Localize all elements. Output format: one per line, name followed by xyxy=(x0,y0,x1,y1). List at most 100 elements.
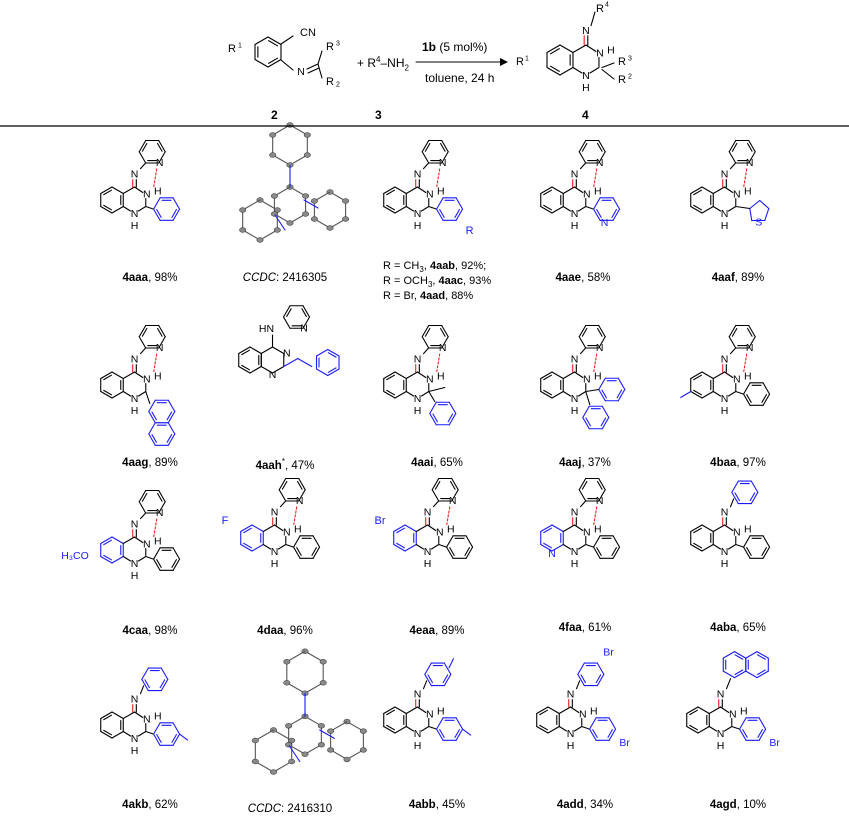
svg-text:R: R xyxy=(466,225,474,237)
svg-text:H: H xyxy=(571,220,579,232)
caption-4abb: 4abb, 45% xyxy=(408,799,466,811)
svg-text:N: N xyxy=(297,66,305,78)
svg-text:H: H xyxy=(131,745,139,757)
arrow-conditions-label: toluene, 24 h xyxy=(425,71,495,85)
svg-text:N: N xyxy=(571,393,579,405)
svg-text:N: N xyxy=(271,507,279,519)
svg-text:N: N xyxy=(746,342,754,354)
svg-text:H: H xyxy=(571,405,579,417)
caption-4aae: 4aae, 58% xyxy=(555,272,611,284)
svg-text:N: N xyxy=(439,157,447,169)
svg-text:N: N xyxy=(583,527,591,539)
svg-text:N: N xyxy=(156,342,164,354)
caption-ccdc-1: CCDC: 2416305 xyxy=(242,272,328,284)
caption-ccdc-2: CCDC: 2416310 xyxy=(247,803,333,815)
svg-text:H₃CO: H₃CO xyxy=(61,550,89,562)
svg-text:H: H xyxy=(437,371,445,383)
svg-text:2: 2 xyxy=(336,82,340,89)
svg-text:H: H xyxy=(594,371,602,383)
svg-text:N: N xyxy=(300,322,308,334)
svg-text:N: N xyxy=(601,217,609,229)
svg-text:N: N xyxy=(436,527,444,539)
reagent-amine-label: + R4–NH2 xyxy=(357,55,409,73)
svg-text:N: N xyxy=(283,348,291,360)
svg-text:N: N xyxy=(269,369,277,381)
svg-text:H: H xyxy=(717,740,725,752)
svg-text:N: N xyxy=(424,546,432,558)
arrow-catalyst-label: 1b (5 mol%) xyxy=(422,40,488,54)
caption-4aba: 4aba, 65% xyxy=(710,622,766,634)
svg-text:N: N xyxy=(582,70,590,82)
svg-text:Br: Br xyxy=(375,515,386,527)
svg-text:Br: Br xyxy=(769,737,780,749)
svg-text:N: N xyxy=(721,169,729,181)
svg-text:N: N xyxy=(271,546,279,558)
svg-text:R: R xyxy=(596,3,604,15)
svg-text:N: N xyxy=(717,728,725,740)
svg-text:N: N xyxy=(449,495,457,507)
caption-4aaj: 4aaj, 37% xyxy=(559,457,611,469)
svg-text:N: N xyxy=(156,157,164,169)
compound-label-2: 2 xyxy=(271,108,278,122)
svg-text:N: N xyxy=(596,495,604,507)
svg-text:H: H xyxy=(294,524,302,536)
svg-text:4: 4 xyxy=(605,2,609,9)
svg-text:N: N xyxy=(414,393,422,405)
compound-label-3: 3 xyxy=(375,108,382,122)
svg-text:N: N xyxy=(131,169,139,181)
svg-text:R: R xyxy=(326,76,334,88)
svg-text:N: N xyxy=(733,189,741,201)
svg-text:N: N xyxy=(571,208,579,220)
caption-4faa: 4faa, 61% xyxy=(558,622,612,634)
svg-text:H: H xyxy=(721,405,729,417)
svg-text:N: N xyxy=(567,728,575,740)
svg-text:N: N xyxy=(143,714,151,726)
svg-text:N: N xyxy=(721,393,729,405)
svg-text:N: N xyxy=(414,169,422,181)
svg-text:N: N xyxy=(424,507,432,519)
svg-text:N: N xyxy=(733,527,741,539)
caption-4baa: 4baa, 97% xyxy=(710,457,766,469)
svg-text:H: H xyxy=(744,186,752,198)
svg-text:R: R xyxy=(618,74,626,86)
svg-text:H: H xyxy=(721,558,729,570)
svg-text:N: N xyxy=(414,354,422,366)
svg-text:R: R xyxy=(228,43,236,55)
svg-text:R: R xyxy=(326,41,334,53)
svg-text:N: N xyxy=(143,189,151,201)
svg-text:1: 1 xyxy=(525,56,529,63)
svg-text:N: N xyxy=(717,689,725,701)
svg-text:N: N xyxy=(721,507,729,519)
svg-text:H: H xyxy=(744,371,752,383)
svg-text:N: N xyxy=(143,374,151,386)
svg-text:N: N xyxy=(571,354,579,366)
svg-text:H: H xyxy=(154,186,162,198)
svg-text:N: N xyxy=(582,25,590,37)
svg-text:H: H xyxy=(571,558,579,570)
svg-text:N: N xyxy=(131,733,139,745)
caption-4daa: 4daa, 96% xyxy=(257,625,313,637)
svg-text:R: R xyxy=(618,56,626,68)
caption-4aag: 4aag, 89% xyxy=(122,457,178,469)
r-line-4aac: R = OCH3, 4aac, 93% xyxy=(383,275,492,290)
svg-text:H: H xyxy=(424,558,432,570)
svg-text:H: H xyxy=(154,371,162,383)
svg-text:N: N xyxy=(571,546,579,558)
svg-text:CN: CN xyxy=(300,27,316,39)
svg-text:H: H xyxy=(721,220,729,232)
svg-text:N: N xyxy=(131,519,139,531)
caption-4eaa: 4eaa, 89% xyxy=(409,625,465,637)
svg-text:N: N xyxy=(414,208,422,220)
